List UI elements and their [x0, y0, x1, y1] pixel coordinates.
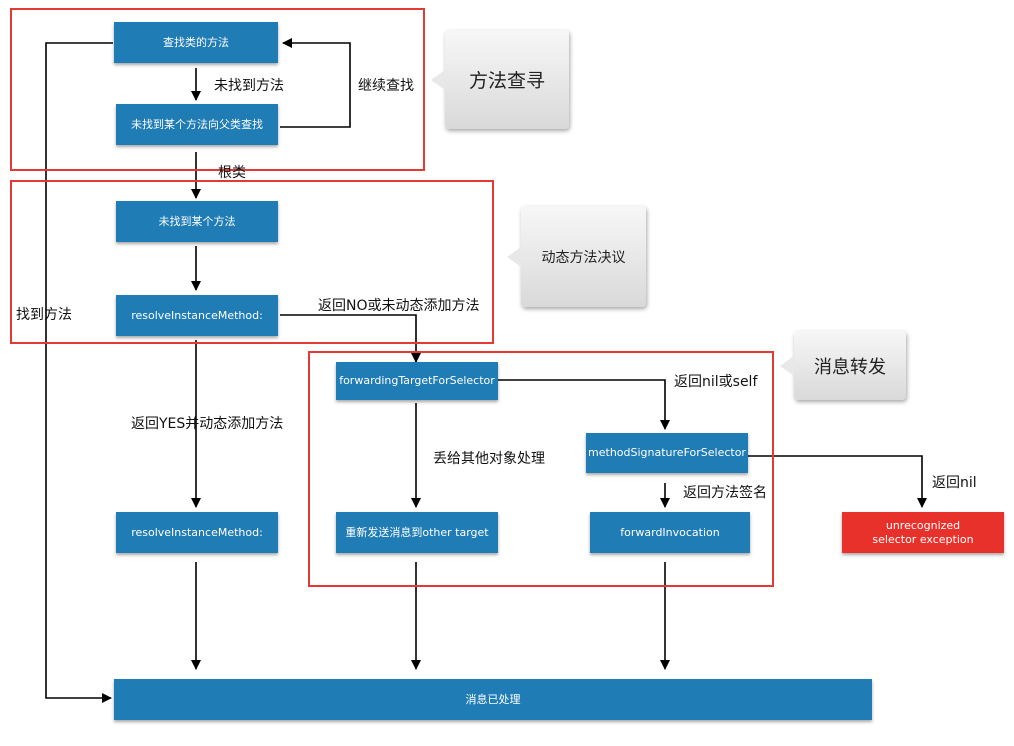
- label-return-nil: 返回nil: [932, 475, 977, 491]
- forward-invocation-node: forwardInvocation: [590, 512, 750, 553]
- callout-message-forwarding: 消息转发: [780, 331, 906, 400]
- callout-method-lookup: 方法查寻: [431, 30, 569, 129]
- arrow-return-no: [280, 314, 421, 363]
- label-not-found-method: 未找到方法: [214, 78, 284, 94]
- message-handled-node: 消息已处理: [114, 679, 872, 720]
- message-forwarding-frame: [308, 351, 774, 587]
- label-return-no: 返回NO或未动态添加方法: [318, 298, 480, 314]
- label-return-signature: 返回方法签名: [683, 485, 767, 501]
- label-throw-other: 丢给其他对象处理: [433, 451, 545, 467]
- forwarding-target-node: forwardingTargetForSelector: [336, 362, 498, 400]
- dynamic-resolution-frame: [10, 180, 494, 344]
- find-class-method-node: 查找类的方法: [114, 22, 278, 63]
- arrow-return-nil-self: [498, 379, 670, 430]
- arrow-return-nil: [746, 455, 927, 508]
- arrow-continue-search: [280, 38, 351, 128]
- callout-message-forwarding-text: 消息转发: [814, 356, 886, 378]
- find-superclass-node: 未找到某个方法向父类查找: [116, 104, 278, 145]
- label-continue-search: 继续查找: [358, 78, 414, 94]
- label-return-nil-self: 返回nil或self: [674, 374, 758, 390]
- label-root-class: 根类: [218, 165, 246, 181]
- resolve-instance-method-2-node: resolveInstanceMethod:: [116, 512, 278, 553]
- resolve-instance-method-node: resolveInstanceMethod:: [116, 295, 278, 336]
- callout-method-lookup-text: 方法查寻: [468, 70, 545, 92]
- not-found-node: 未找到某个方法: [116, 201, 278, 242]
- label-return-yes: 返回YES并动态添加方法: [131, 416, 284, 432]
- callout-dynamic-resolution-text: 动态方法决议: [541, 249, 626, 266]
- arrow-found-method: [45, 42, 113, 703]
- label-found-method: 找到方法: [16, 307, 72, 323]
- resend-other-target-node: 重新发送消息到other target: [336, 512, 498, 553]
- method-signature-node: methodSignatureForSelector: [586, 433, 748, 473]
- method-lookup-frame: [10, 8, 425, 171]
- callout-dynamic-resolution: 动态方法决议: [507, 206, 646, 307]
- unrecognized-selector-node: unrecognized selector exception: [842, 512, 1004, 553]
